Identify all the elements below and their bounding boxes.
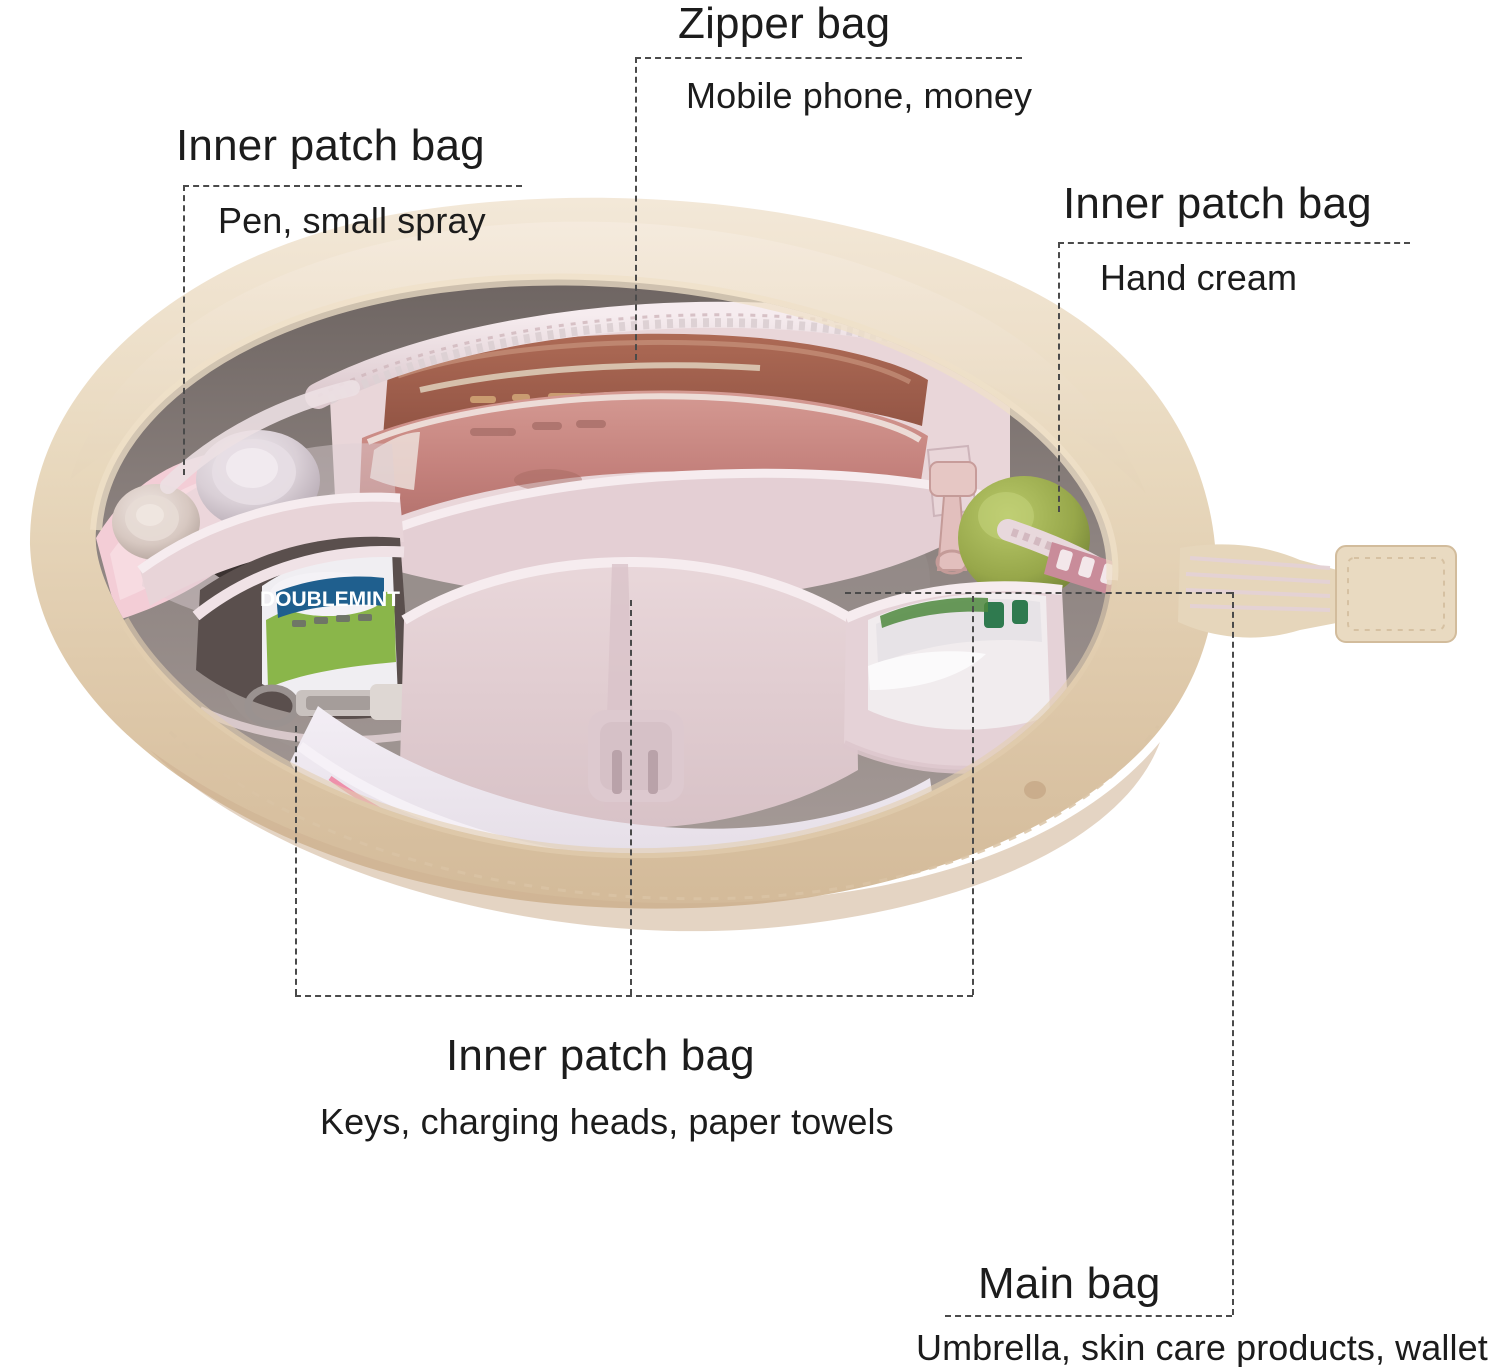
zipper-tail — [1178, 544, 1457, 643]
annotation-title-inner-patch-bag-right: Inner patch bag — [1063, 179, 1372, 228]
leader-line-h-main-bag-top — [845, 592, 1232, 594]
annotation-title-zipper-bag: Zipper bag — [678, 0, 891, 48]
annotation-title-main-bag: Main bag — [978, 1259, 1161, 1308]
left-zipper-tape — [160, 380, 360, 494]
center-divider-panels — [290, 556, 943, 854]
bag-main-cavity: DOUBLEMINT — [90, 273, 1119, 859]
leader-line-v-bottom-center — [630, 600, 632, 995]
annotation-subtitle-inner-patch-bag-left: Pen, small spray — [218, 200, 486, 241]
leader-line-v-bottom-right — [972, 596, 974, 995]
annotation-subtitle-zipper-bag: Mobile phone, money — [686, 75, 1033, 116]
leader-line-h-zipper-bag — [635, 57, 1022, 59]
leader-line-v-bottom-left — [295, 726, 297, 995]
annotation-subtitle-inner-patch-bag-right: Hand cream — [1100, 257, 1298, 298]
gum-brand-label: DOUBLEMINT — [260, 588, 400, 611]
right-patch-pocket — [842, 476, 1090, 774]
leader-line-v-main-bag — [1232, 592, 1234, 1315]
charging-head — [588, 710, 684, 802]
leader-line-v-inner-patch-bag-right — [1058, 242, 1060, 512]
keys-and-charger — [244, 684, 410, 728]
leader-line-v-zipper-bag — [635, 57, 637, 360]
leader-line-h-inner-patch-bag-right — [1058, 242, 1410, 244]
leader-line-h-main-bag-bottom — [945, 1315, 1232, 1317]
annotation-subtitle-main-bag: Umbrella, skin care products, wallet — [916, 1327, 1488, 1367]
main-zipper-right — [997, 519, 1113, 605]
annotation-title-inner-patch-bag-bottom: Inner patch bag — [446, 1031, 755, 1080]
zipper-slider-right — [1044, 542, 1113, 602]
leader-line-v-inner-patch-bag-left — [183, 185, 185, 475]
leader-line-h-inner-patch-bag-left — [183, 185, 522, 187]
annotation-subtitle-inner-patch-bag-bottom: Keys, charging heads, paper towels — [320, 1101, 894, 1142]
annotation-title-inner-patch-bag-left: Inner patch bag — [176, 121, 485, 170]
bottom-left-patch-pocket: DOUBLEMINT — [192, 536, 412, 745]
zipper-slider-top — [926, 444, 978, 575]
bag-interior-photo: DOUBLEMINT — [0, 150, 1500, 940]
leader-line-h-inner-patch-bag-bottom — [295, 995, 973, 997]
